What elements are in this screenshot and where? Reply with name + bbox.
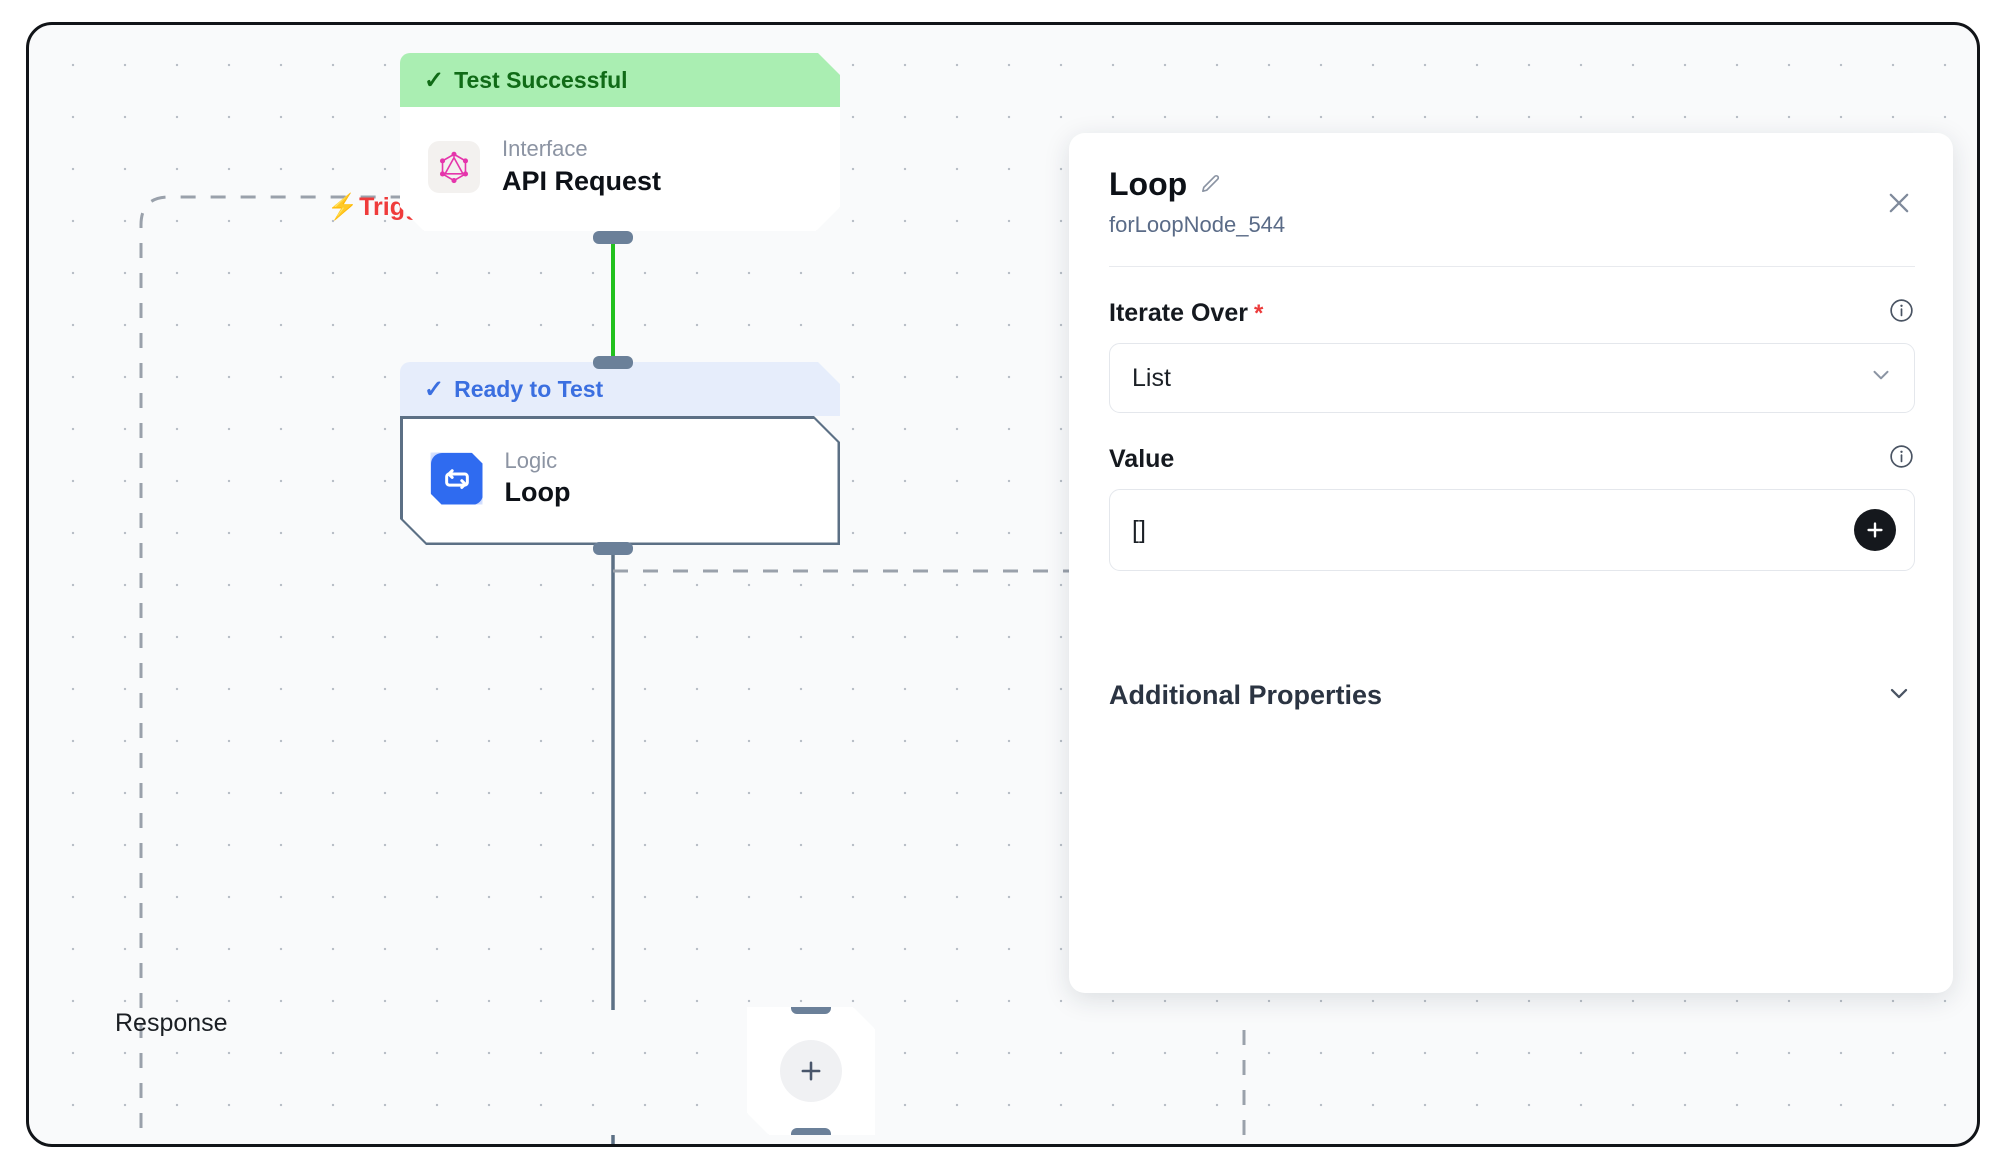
chevron-down-icon <box>1868 362 1894 395</box>
additional-properties-label: Additional Properties <box>1109 680 1383 711</box>
node-handle-output-api[interactable] <box>593 231 633 244</box>
node-card-loop[interactable]: Logic Loop <box>403 419 838 543</box>
field-label-iterate-over: Iterate Over * <box>1109 299 1263 328</box>
plus-icon <box>1867 522 1883 538</box>
node-status-banner-ready: ✓ Ready to Test <box>400 362 840 416</box>
iterate-over-value: List <box>1132 363 1171 392</box>
node-card-api-request[interactable]: Interface API Request <box>400 107 840 231</box>
add-value-button[interactable] <box>1854 509 1896 552</box>
info-icon[interactable] <box>1888 297 1915 329</box>
node-loop[interactable]: ✓ Ready to Test Logic Loop <box>400 356 840 555</box>
panel-divider <box>1109 266 1915 268</box>
chevron-down-icon <box>1885 679 1913 712</box>
node-title-label: Loop <box>504 477 571 508</box>
add-node-button[interactable] <box>780 1040 842 1102</box>
node-title-label: API Request <box>502 165 662 196</box>
value-input[interactable]: [] <box>1109 489 1915 572</box>
field-value: Value [] <box>1109 443 1915 572</box>
info-icon[interactable] <box>1888 443 1915 475</box>
field-iterate-over: Iterate Over * List <box>1109 297 1915 414</box>
graphql-icon <box>428 141 480 193</box>
node-status-label: Test Successful <box>454 66 628 93</box>
panel-title: Loop <box>1109 166 1188 202</box>
field-label-row: Iterate Over * <box>1109 297 1915 329</box>
node-handle-output-loop[interactable] <box>593 542 633 555</box>
node-kind-label: Interface <box>502 136 588 162</box>
panel-subtitle: forLoopNode_544 <box>1109 212 1286 238</box>
value-current: [] <box>1132 515 1146 544</box>
field-label-row: Value <box>1109 443 1915 475</box>
edge-trigger <box>139 195 400 1128</box>
node-status-banner-success: ✓ Test Successful <box>400 53 840 107</box>
pencil-icon[interactable] <box>1199 173 1222 196</box>
node-handle-input-loop[interactable] <box>593 356 633 369</box>
loop-repeat-icon <box>431 453 483 505</box>
additional-properties-section[interactable]: Additional Properties <box>1109 679 1915 712</box>
close-icon[interactable] <box>1879 183 1919 223</box>
node-properties-panel: Loop forLoopNode_544 <box>1069 133 1953 993</box>
node-status-label: Ready to Test <box>454 375 604 402</box>
panel-title-row: Loop <box>1109 166 1915 202</box>
workflow-canvas[interactable]: ⚡ Trigger Response ✓ Test Successful <box>26 22 1980 1147</box>
node-kind-label: Logic <box>504 447 558 473</box>
check-icon: ✓ <box>424 66 445 94</box>
field-label-value: Value <box>1109 445 1174 474</box>
panel-header: Loop forLoopNode_544 <box>1109 166 1915 238</box>
plus-icon <box>797 1057 825 1085</box>
field-label-text: Iterate Over <box>1109 298 1248 327</box>
check-icon: ✓ <box>424 375 445 403</box>
edge-layer <box>139 195 1246 1144</box>
node-text-loop: Logic Loop <box>505 447 571 510</box>
node-text-api-request: Interface API Request <box>502 135 661 198</box>
node-selection-outline: Logic Loop <box>400 416 840 545</box>
node-api-request[interactable]: ✓ Test Successful <box>400 53 840 244</box>
field-label-text: Value <box>1109 444 1175 473</box>
required-marker: * <box>1253 299 1264 327</box>
add-node-card[interactable] <box>747 1007 875 1135</box>
iterate-over-select[interactable]: List <box>1109 343 1915 414</box>
